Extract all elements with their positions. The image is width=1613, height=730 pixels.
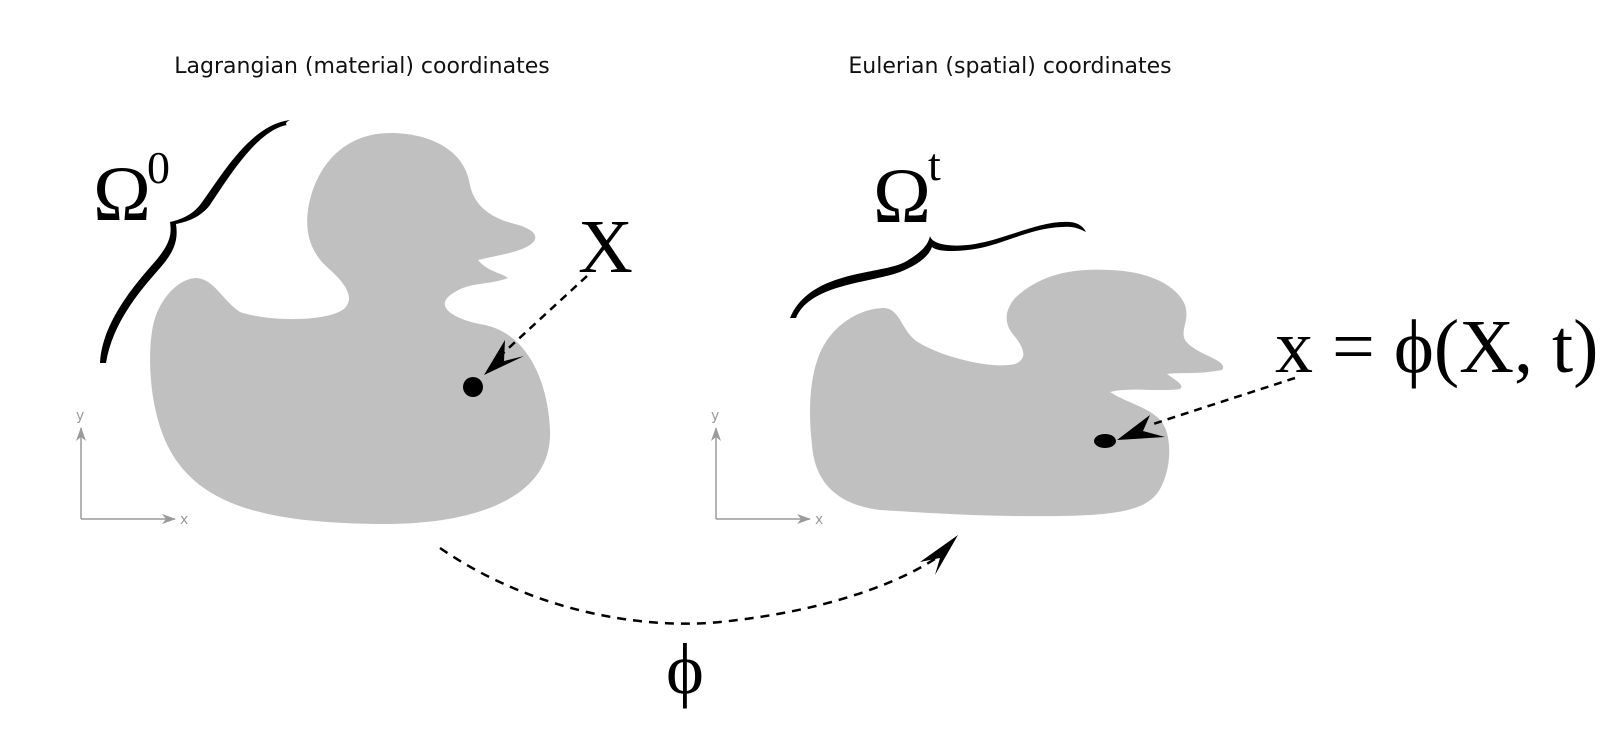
- mapping-equation: x = ϕ(X, t): [1275, 305, 1598, 389]
- current-axes: y x: [711, 408, 823, 528]
- current-domain-omega: Ω: [873, 152, 931, 239]
- material-point-pointer-dash: [500, 276, 587, 356]
- current-x-axis-label: x: [815, 512, 823, 528]
- spatial-point-marker: [1094, 434, 1116, 448]
- eulerian-title: Eulerian (spatial) coordinates: [848, 54, 1171, 79]
- mapping-arc-arrowhead: [920, 535, 958, 575]
- current-body-duck-shape: [810, 270, 1223, 516]
- mapping-arc-dashed: [440, 548, 945, 624]
- lagrangian-title: Lagrangian (material) coordinates: [174, 54, 549, 79]
- current-domain-superscript: t: [928, 139, 941, 190]
- reference-x-axis-label: x: [180, 512, 188, 528]
- reference-domain-superscript: 0: [147, 142, 170, 193]
- reference-domain-omega: Ω: [93, 150, 151, 237]
- reference-y-axis-label: y: [76, 408, 84, 424]
- mapping-symbol-phi: ϕ: [666, 629, 704, 709]
- material-point-marker: [463, 377, 483, 397]
- current-y-axis-label: y: [711, 408, 719, 424]
